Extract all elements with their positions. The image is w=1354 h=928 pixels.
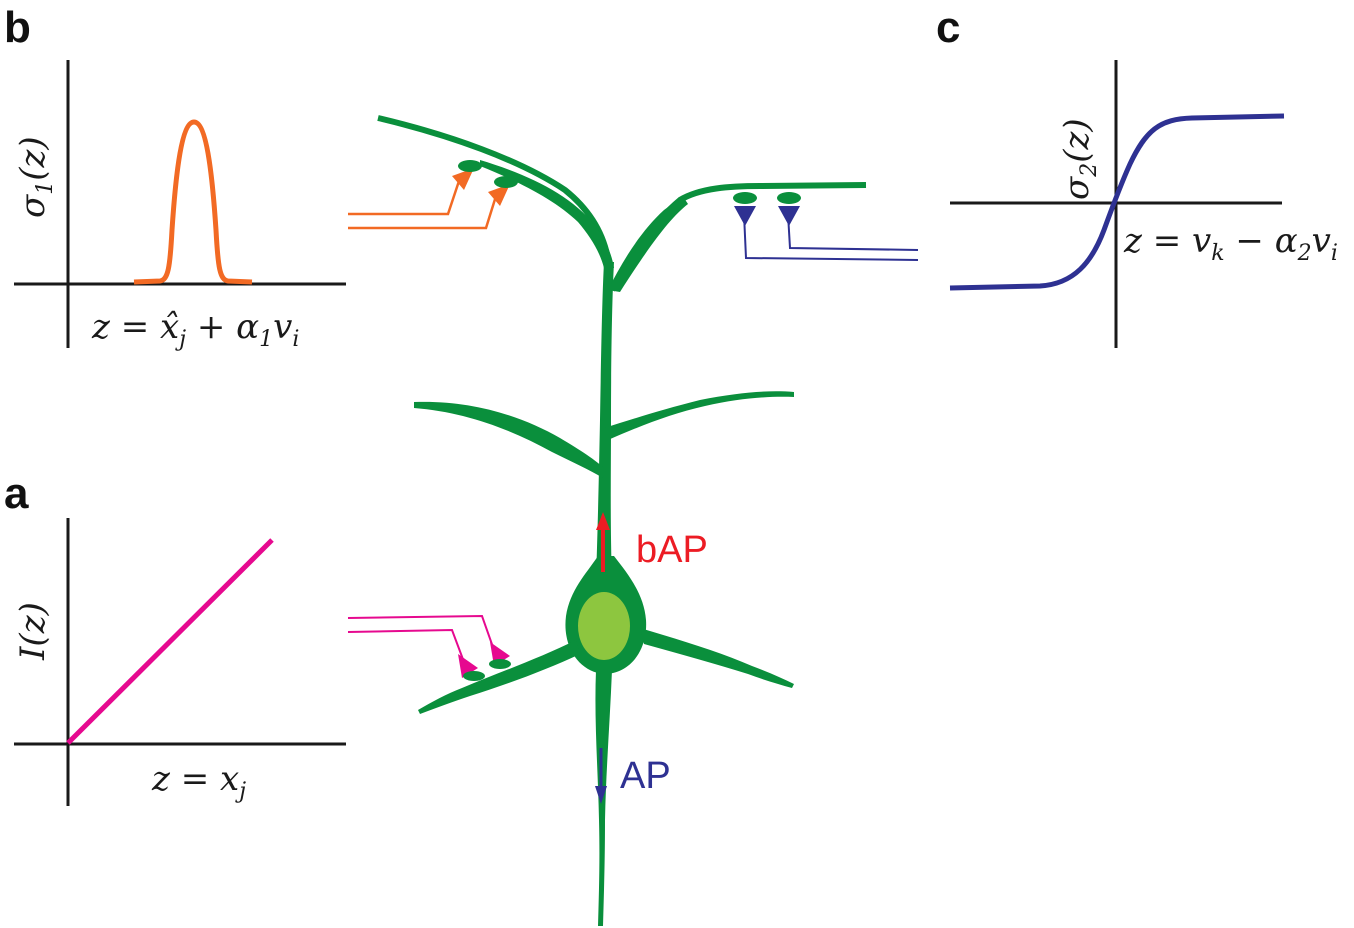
oblique-branch-right xyxy=(604,391,794,440)
blue-input-synapses xyxy=(733,192,919,261)
ap-annotation: AP xyxy=(595,748,671,804)
blue-synapse-terminal-1 xyxy=(734,206,756,226)
panel-b-gaussian-curve xyxy=(133,119,253,285)
magenta-synapse-spine-2 xyxy=(489,659,511,669)
magenta-input-synapses xyxy=(347,614,511,681)
bap-arrow-head xyxy=(596,512,610,530)
panel-c-sigmoid-curve xyxy=(949,113,1285,291)
orange-synapse-spine-1 xyxy=(458,160,482,172)
panel-a-xlabel: z = xj xyxy=(151,759,246,804)
panel-c-ylabel: σ2(z) xyxy=(1057,118,1102,200)
panel-c-xlabel: z = vk − α2vi xyxy=(1123,221,1338,266)
blue-synapse-spine-2 xyxy=(777,192,801,204)
oblique-branch-left xyxy=(414,401,606,478)
blue-input-line-2 xyxy=(787,213,919,251)
panel-b-ylabel: σ1(z) xyxy=(13,136,58,218)
basal-dendrite-right xyxy=(640,628,794,688)
orange-synapse-terminal-2 xyxy=(488,184,510,206)
apical-branch-left-thick xyxy=(480,160,614,268)
ap-label: AP xyxy=(620,755,671,797)
panel-b-xlabel: z = x̂j + α1vi xyxy=(91,307,299,352)
blue-synapse-terminal-2 xyxy=(778,206,800,226)
panel-a-letter: a xyxy=(4,469,29,518)
magenta-input-line-1 xyxy=(347,614,495,651)
orange-input-line-2 xyxy=(348,195,498,230)
orange-input-synapses xyxy=(348,160,518,230)
magenta-synapse-terminal-1 xyxy=(458,654,478,678)
panel-b-letter: b xyxy=(4,3,31,52)
magenta-synapse-spine-1 xyxy=(463,671,485,681)
ap-arrow-head xyxy=(595,786,607,804)
orange-synapse-terminal-1 xyxy=(452,168,474,190)
blue-input-line-1 xyxy=(743,213,919,261)
bap-label: bAP xyxy=(636,529,708,571)
basal-dendrite-left xyxy=(418,640,580,714)
magenta-input-line-2 xyxy=(347,628,465,663)
axon xyxy=(595,670,612,926)
pyramidal-neuron xyxy=(377,115,867,926)
bap-annotation: bAP xyxy=(596,512,708,572)
panel-a: a I(z) z = xj xyxy=(4,469,346,806)
panel-b: b σ1(z) z = x̂j + α1vi xyxy=(4,3,346,352)
panel-c: c σ2(z) z = vk − α2vi xyxy=(936,3,1338,348)
orange-synapse-spine-2 xyxy=(494,176,518,188)
panel-a-ylabel: I(z) xyxy=(13,602,53,661)
orange-input-line-1 xyxy=(348,177,462,216)
apical-branch-right-thick xyxy=(608,198,688,292)
nucleus xyxy=(578,592,630,660)
blue-synapse-spine-1 xyxy=(733,192,757,204)
panel-a-linear-curve xyxy=(66,538,274,745)
panel-c-letter: c xyxy=(936,3,960,52)
apical-trunk xyxy=(596,262,614,580)
